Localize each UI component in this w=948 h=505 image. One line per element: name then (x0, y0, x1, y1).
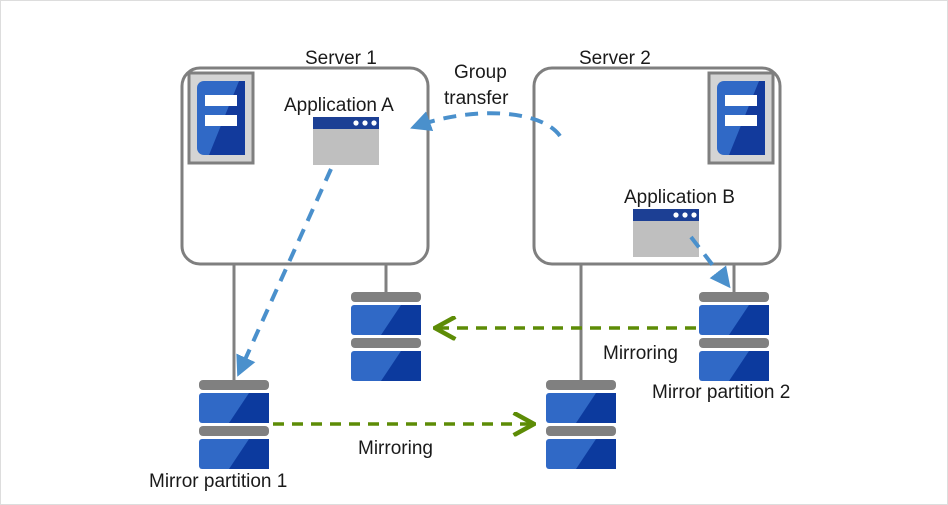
disk-seg-3b-shade (229, 439, 269, 469)
app-b-to-disk-arrow[interactable] (689, 235, 731, 289)
disk-stack-icon[interactable] (699, 292, 769, 381)
disk-bar-mid-4 (546, 426, 616, 436)
disk-bar-top-3 (199, 380, 269, 390)
disk-bar-mid-3 (199, 426, 269, 436)
disk-seg-1a-shade (381, 305, 421, 335)
disk-bar-top-2 (699, 292, 769, 302)
server2-icon-bar-1 (725, 95, 757, 106)
disk-stack-icon[interactable] (546, 380, 616, 469)
disk-bar-mid-2 (699, 338, 769, 348)
mirroring-top-label: Mirroring (603, 343, 678, 364)
app-a-window-titlebar (313, 117, 379, 129)
app-window-icon[interactable] (313, 117, 379, 165)
server-tower-icon (707, 71, 775, 165)
app-b-dot-1 (673, 212, 679, 218)
mirror-partition-2-label: Mirror partition 2 (652, 382, 790, 403)
app-window-icon[interactable] (633, 209, 699, 257)
app-b-window-titlebar (633, 209, 699, 221)
disk-stack-icon[interactable] (199, 380, 269, 469)
disk-seg-4a-shade (576, 393, 616, 423)
disk-stack-icon[interactable] (351, 292, 421, 381)
disk-seg-4b-shade (576, 439, 616, 469)
disk-seg-2b-shade (729, 351, 769, 381)
mirroring-bottom-label: Mirroring (358, 438, 433, 459)
app-b-dot-2 (682, 212, 688, 218)
server2-label: Server 2 (579, 48, 651, 69)
app-a-dot-2 (362, 120, 368, 126)
mirror-partition-1-label: Mirror partition 1 (149, 471, 287, 492)
server1-label: Server 1 (305, 48, 377, 69)
disk-bar-top-1 (351, 292, 421, 302)
disk-bar-mid-1 (351, 338, 421, 348)
server1-group (180, 66, 430, 266)
app-a-to-disk-arrow[interactable] (236, 168, 333, 377)
connector-lines (232, 264, 736, 382)
application-a-label: Application A (284, 95, 394, 116)
server-icon-bar-2 (205, 115, 237, 126)
application-b-label: Application B (624, 187, 735, 208)
server-icon-bar-1 (205, 95, 237, 106)
disk-bar-top-4 (546, 380, 616, 390)
disk-seg-2a-shade (729, 305, 769, 335)
group-transfer-arrow[interactable] (410, 111, 562, 138)
app-a-dot-1 (353, 120, 359, 126)
server2-icon-bar-2 (725, 115, 757, 126)
group-transfer-label-line2: transfer (444, 88, 509, 109)
group-transfer-label-line1: Group (454, 62, 507, 83)
server2-group (532, 66, 782, 266)
app-b-dot-3 (691, 212, 697, 218)
app-a-dot-3 (371, 120, 377, 126)
disk-seg-3a-shade (229, 393, 269, 423)
disk-seg-1b-shade (381, 351, 421, 381)
server-tower-icon (187, 71, 255, 165)
